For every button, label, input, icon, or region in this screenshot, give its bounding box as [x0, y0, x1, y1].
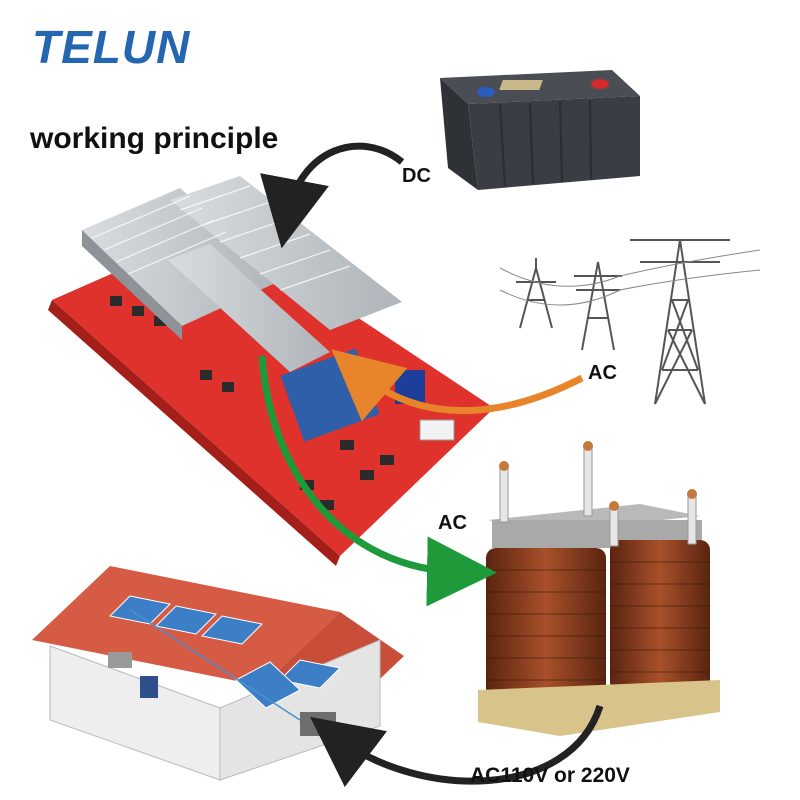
power-tower-icon: [500, 240, 760, 404]
inverter-board-icon: [48, 176, 494, 566]
ac-grid-label: AC: [588, 362, 617, 385]
brand-logo: TELUN: [32, 24, 190, 70]
dc-flow-arrow: [288, 146, 402, 214]
voltage-label: AC110V or 220V: [470, 764, 630, 788]
dc-label: DC: [402, 165, 431, 188]
ac-output-label: AC: [438, 512, 467, 535]
transformer-icon: [478, 441, 720, 736]
page-title: working principle: [30, 122, 278, 156]
battery-icon: [440, 70, 640, 190]
